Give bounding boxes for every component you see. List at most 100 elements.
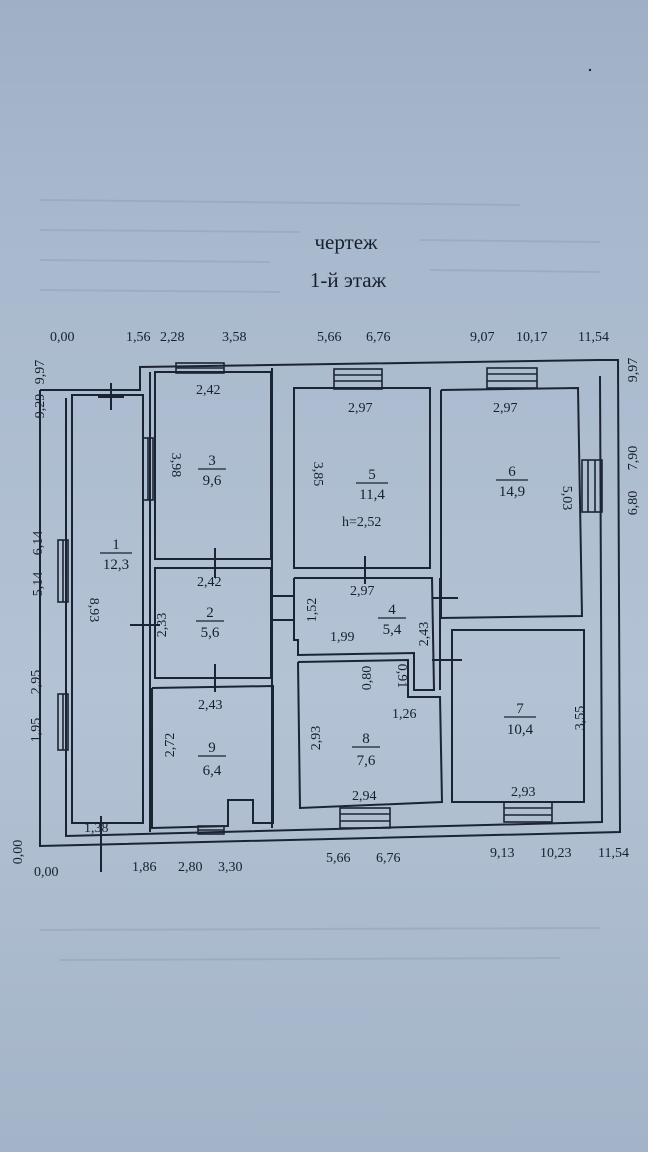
dimension-label: 2,94	[352, 789, 377, 804]
inner-wall-line	[65, 375, 604, 838]
bottom-axis-label: 10,23	[540, 846, 572, 861]
room-number: 9	[208, 740, 216, 756]
room-area: 10,4	[507, 722, 534, 738]
room-5-outline	[293, 387, 431, 569]
bottom-axis-label: 6,76	[376, 851, 401, 866]
window	[142, 437, 154, 501]
room-8-outline	[297, 658, 444, 810]
window	[333, 368, 383, 390]
top-axis: 0,00 1,56 2,28 3,58 5,66 6,76 9,07 10,17…	[50, 330, 609, 345]
dimension-label: 1,52	[305, 598, 320, 623]
dimension-label: 2,72	[163, 733, 178, 758]
speck-mark	[588, 68, 592, 72]
dimension-label: 5,03	[559, 486, 574, 511]
left-axis-label: 5,14	[31, 572, 46, 597]
dimension-label: 2,33	[155, 613, 170, 638]
top-axis-label: 1,56	[126, 330, 151, 345]
dimension-label: 1,26	[392, 707, 417, 722]
top-axis-label: 0,00	[50, 330, 75, 345]
drawing-title: чертеж	[314, 230, 378, 254]
bottom-axis-label: 9,13	[490, 846, 515, 861]
right-axis-label: 6,80	[626, 491, 641, 516]
dimension-label: 2,43	[417, 622, 432, 647]
bottom-axis: 0,00 1,86 2,80 3,30 5,66 6,76 9,13 10,23…	[34, 846, 629, 880]
right-axis-label: 9,97	[626, 358, 641, 383]
window	[175, 362, 225, 374]
dimension-label: 2,97	[350, 584, 375, 599]
room-area: 9,6	[203, 473, 222, 489]
room-area: 5,4	[383, 622, 402, 638]
room-9-label: 9 6,4	[198, 740, 226, 779]
room-1-outline	[71, 394, 144, 824]
top-axis-label: 10,17	[516, 330, 548, 345]
window	[197, 825, 225, 835]
dimension-labels: 8,93 1,38 2,42 3,98 2,42 2,33 2,43 2,72 …	[84, 383, 588, 836]
outer-walls	[39, 359, 622, 848]
window	[339, 807, 391, 829]
dimension-label: 0,91	[394, 664, 409, 689]
top-axis-label: 11,54	[578, 330, 609, 345]
room-number: 8	[362, 731, 370, 747]
left-axis-label: 6,14	[31, 531, 46, 556]
room-2-label: 2 5,6	[196, 605, 224, 641]
room-labels: 1 12,3 2 5,6 3 9,6 4 5,4 5 11,4 6 14,9	[100, 453, 536, 779]
room-4-outline	[293, 577, 436, 691]
room-number: 5	[368, 467, 376, 483]
room-1-label: 1 12,3	[100, 537, 132, 573]
dimension-label: 2,97	[493, 401, 518, 416]
room-area: 11,4	[359, 487, 385, 503]
right-axis: 9,97 7,90 6,80	[626, 358, 641, 516]
background-print-texture	[39, 199, 601, 961]
top-axis-label: 6,76	[366, 330, 391, 345]
dimension-label: 2,93	[511, 785, 536, 800]
room-3-label: 3 9,6	[198, 453, 226, 489]
window	[486, 367, 538, 389]
window	[503, 801, 553, 823]
dimension-label: 3,55	[573, 706, 588, 731]
dimension-label: 0,80	[360, 666, 375, 691]
room-8-label: 8 7,6	[352, 731, 380, 769]
bottom-axis-label: 5,66	[326, 851, 351, 866]
left-axis-label: 1,95	[29, 718, 44, 743]
dimension-label: 2,42	[197, 575, 222, 590]
floor-subtitle: 1-й этаж	[310, 268, 387, 292]
bottom-axis-label: 0,00	[34, 865, 59, 880]
dimension-label: 1,99	[330, 630, 355, 645]
left-block-walls	[130, 368, 274, 832]
room-4-label: 4 5,4	[378, 602, 406, 638]
room-number: 7	[516, 701, 524, 717]
windows	[57, 362, 603, 835]
outer-wall-line	[39, 359, 622, 848]
room-number: 4	[388, 602, 396, 618]
room-1	[71, 383, 144, 872]
window	[57, 693, 69, 751]
left-axis-label: 2,95	[29, 670, 44, 695]
left-axis-label: 9,97	[33, 360, 48, 385]
room-area: 7,6	[357, 753, 376, 769]
ceiling-height-label: h=2,52	[342, 515, 381, 530]
top-axis-label: 9,07	[470, 330, 495, 345]
room-area: 14,9	[499, 484, 525, 500]
dimension-label: 2,93	[309, 726, 324, 751]
window	[57, 539, 69, 603]
left-axis-label: 0,00	[11, 840, 26, 865]
dimension-label: 2,97	[348, 401, 373, 416]
bottom-axis-label: 11,54	[598, 846, 629, 861]
room-area: 6,4	[203, 763, 222, 779]
dimension-label: 3,85	[310, 462, 325, 487]
room-6-label: 6 14,9	[496, 464, 528, 500]
top-axis-label: 3,58	[222, 330, 247, 345]
room-number: 3	[208, 453, 216, 469]
room-5-label: 5 11,4	[356, 467, 388, 503]
room-area: 12,3	[103, 557, 129, 573]
dimension-label: 8,93	[86, 598, 101, 623]
top-axis-label: 2,28	[160, 330, 185, 345]
dimension-label: 1,38	[84, 821, 109, 836]
room-4-walls	[272, 556, 462, 691]
dimension-label: 2,42	[196, 383, 221, 398]
dimension-label: 2,43	[198, 698, 223, 713]
room-number: 6	[508, 464, 516, 480]
room-7-label: 7 10,4	[504, 701, 536, 738]
